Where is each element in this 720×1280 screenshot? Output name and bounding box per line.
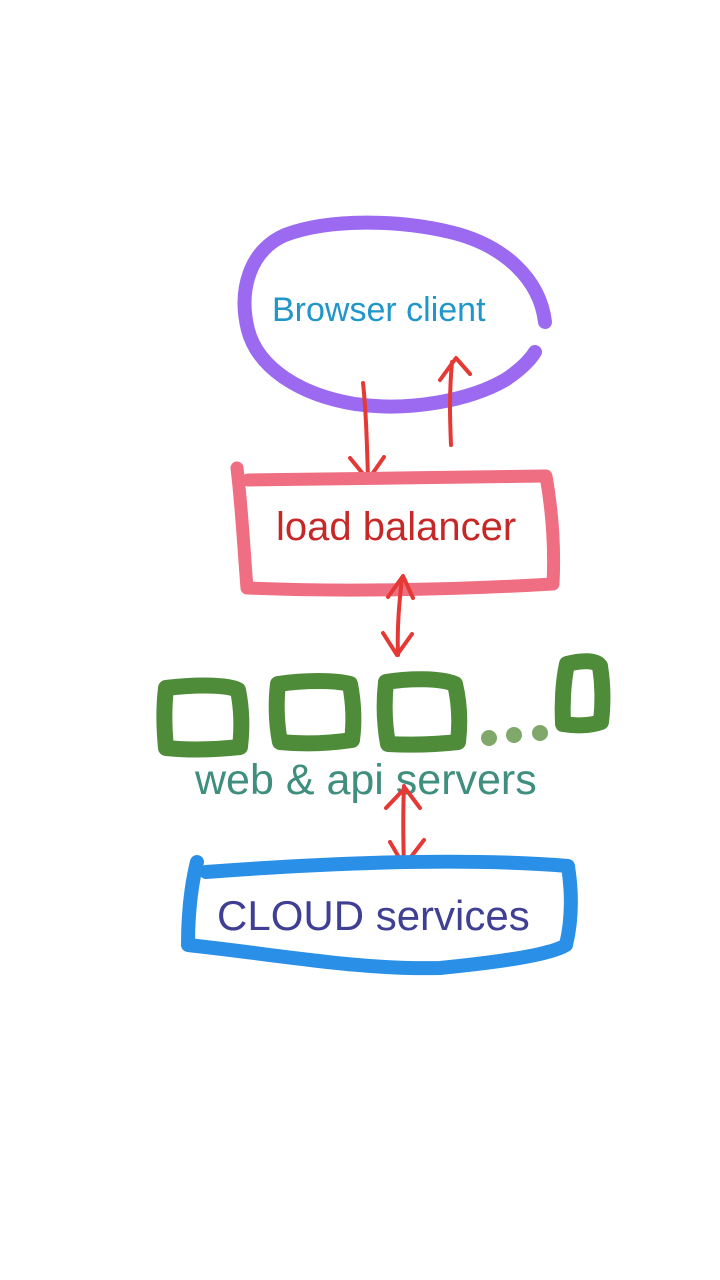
arrow-balancer-servers-shaft [395,576,404,657]
ellipsis-dot-3 [532,725,548,741]
ellipsis-dot-2 [506,727,522,743]
cloud-services-box [181,854,578,976]
arrow-servers-cloud-shaft [401,784,406,868]
arrow-balancer-to-browser-head [438,356,472,382]
arrow-browser-to-balancer-shaft [361,381,370,480]
server-squares [156,653,611,758]
web-api-servers-label: web & api servers [194,756,537,804]
server-square-4 [554,653,611,734]
ellipsis-dot-1 [481,730,497,746]
browser-client-loop [237,215,552,414]
arrow-balancer-servers-head-up [386,574,415,600]
server-square-1 [156,677,250,758]
arrow-servers-cloud-head-up [384,786,422,810]
arrow-balancer-servers-head-down [381,631,414,657]
cloud-services-label: CLOUD services [217,892,530,939]
server-square-2 [268,673,362,752]
arrow-balancer-to-browser-shaft [448,360,454,447]
ellipsis-dots [481,725,548,746]
arrow-balancer-to-browser [438,356,472,447]
server-square-3 [376,671,468,753]
load-balancer-box [230,461,561,597]
browser-client-label: Browser client [272,291,486,329]
load-balancer-label: load balancer [276,505,516,549]
arrow-balancer-servers [381,574,415,657]
